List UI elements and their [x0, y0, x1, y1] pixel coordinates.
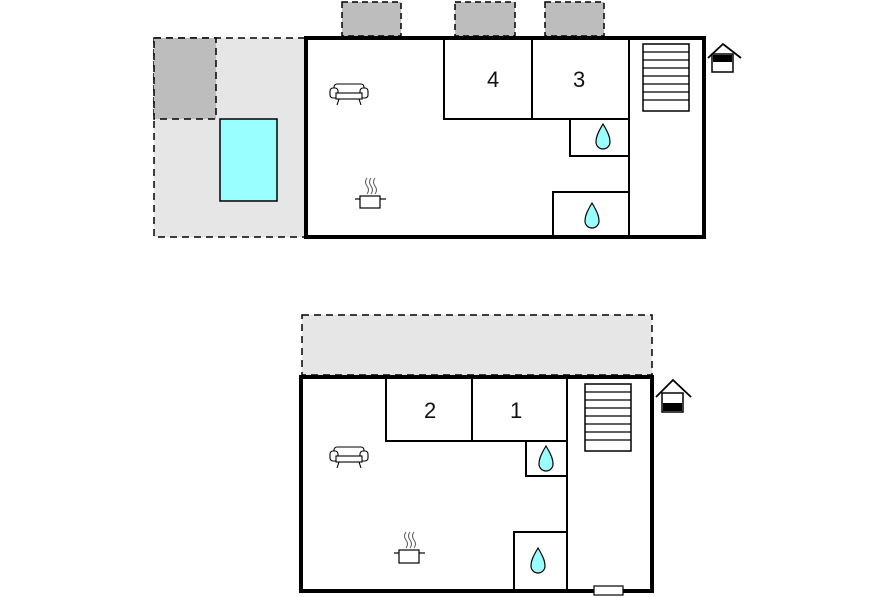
terrace-area — [301, 314, 653, 376]
room-label-3: 3 — [573, 67, 585, 92]
bathroom-drop-icon — [595, 122, 611, 150]
pool — [219, 118, 278, 202]
bathroom-drop-icon — [530, 546, 546, 574]
stairs-icon — [642, 43, 690, 112]
lower-floor-plan: 2 1 — [299, 314, 692, 596]
bathroom-drop-icon — [538, 444, 554, 472]
room-label-1: 1 — [510, 398, 522, 423]
bathroom-lower — [552, 191, 630, 238]
house-entrance-icon — [707, 42, 742, 73]
outdoor-block — [454, 1, 516, 37]
stove-icon — [355, 177, 386, 209]
bathroom-small — [525, 440, 568, 477]
bathroom-small — [569, 118, 630, 157]
stairs-icon — [584, 383, 632, 452]
sofa-icon — [329, 446, 369, 469]
outdoor-block — [341, 1, 402, 37]
stove-icon — [394, 531, 425, 564]
bathroom-lower — [513, 531, 568, 592]
parking-area — [153, 37, 217, 120]
bathroom-drop-icon — [584, 201, 600, 229]
upper-floor-plan: 4 3 — [153, 1, 742, 239]
room-label-4: 4 — [487, 67, 499, 92]
sofa-icon — [329, 83, 369, 106]
room-label-2: 2 — [424, 398, 436, 423]
house-entrance-icon — [655, 378, 692, 413]
outdoor-block — [544, 1, 605, 37]
door-icon — [593, 585, 624, 596]
